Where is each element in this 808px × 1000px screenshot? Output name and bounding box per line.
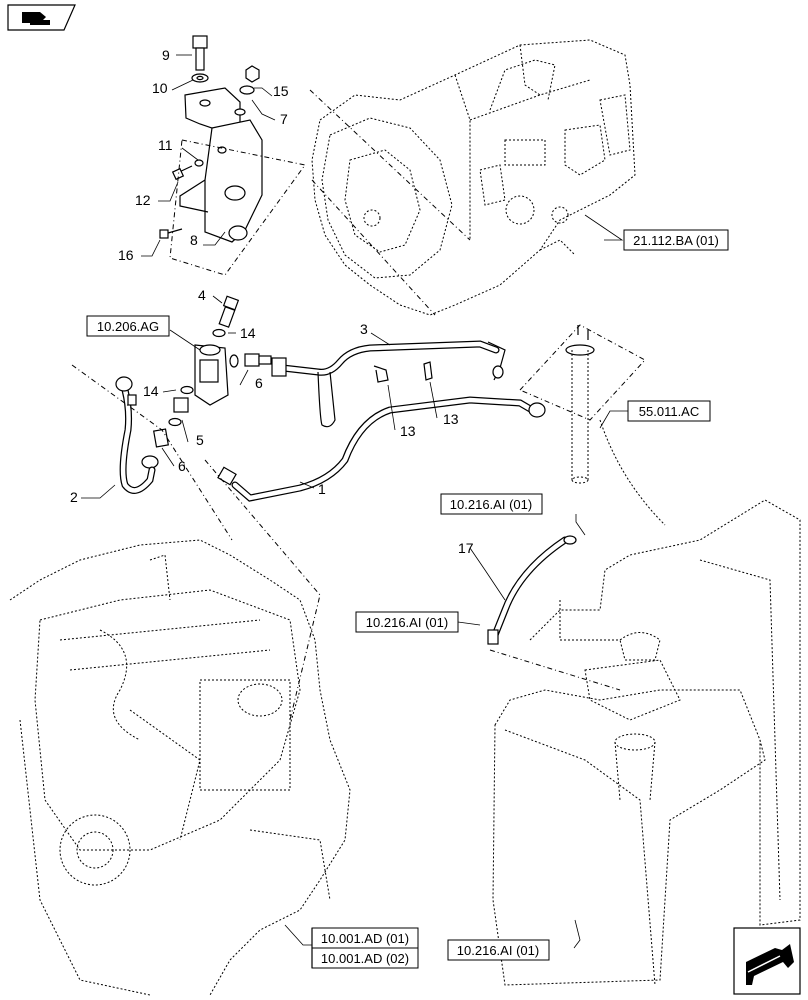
callout-8: 8 — [190, 232, 198, 248]
transmission-housing — [309, 39, 636, 316]
reference-10216ai-b[interactable]: 10.216.AI (01) — [355, 611, 459, 633]
svg-text:10.216.AI (01): 10.216.AI (01) — [450, 497, 532, 512]
callout-1: 1 — [318, 481, 326, 497]
next-page-arrow-icon[interactable] — [733, 927, 801, 995]
callout-7: 7 — [280, 111, 288, 127]
callout-10: 10 — [152, 80, 168, 96]
callout-6b: 6 — [178, 458, 186, 474]
frame-line — [71, 364, 233, 541]
svg-text:55.011.AC: 55.011.AC — [639, 404, 699, 419]
callout-14a: 14 — [240, 325, 256, 341]
engine — [9, 539, 351, 996]
pipe-3 — [271, 340, 506, 428]
hose-2 — [115, 376, 156, 494]
pipe-1 — [217, 396, 546, 502]
callout-13b: 13 — [443, 411, 459, 427]
callout-3: 3 — [360, 321, 368, 337]
reference-10216ai-a[interactable]: 10.216.AI (01) — [440, 493, 543, 515]
reference-10216ai-c[interactable]: 10.216.AI (01) — [447, 939, 550, 961]
reference-10001ad-2[interactable]: 10.001.AD (02) — [311, 947, 419, 969]
callout-11: 11 — [158, 137, 173, 153]
svg-text:10.216.AI (01): 10.216.AI (01) — [457, 943, 539, 958]
hose-17 — [487, 535, 577, 645]
valve-assembly — [141, 295, 272, 469]
level-sensor — [519, 324, 666, 526]
reference-10206ag[interactable]: 10.206.AG — [86, 315, 170, 337]
reference-21112ba[interactable]: 21.112.BA (01) — [623, 229, 729, 251]
callout-2: 2 — [70, 489, 78, 505]
book-arrow-icon[interactable] — [7, 4, 76, 31]
fuel-tank — [489, 499, 801, 986]
reference-10001ad-1[interactable]: 10.001.AD (01) — [311, 927, 419, 949]
callout-17: 17 — [458, 540, 474, 556]
callout-16: 16 — [118, 247, 134, 263]
svg-text:21.112.BA (01): 21.112.BA (01) — [633, 233, 719, 248]
reference-55011ac[interactable]: 55.011.AC — [627, 400, 711, 422]
callout-13a: 13 — [400, 423, 416, 439]
callout-9: 9 — [162, 47, 170, 63]
leader-lines — [81, 54, 628, 949]
svg-text:10.001.AD (02): 10.001.AD (02) — [321, 951, 409, 966]
svg-text:10.001.AD (01): 10.001.AD (01) — [321, 931, 409, 946]
callout-5: 5 — [196, 432, 204, 448]
callout-15: 15 — [273, 83, 289, 99]
callout-4: 4 — [198, 287, 206, 303]
callout-12: 12 — [135, 192, 151, 208]
callout-14b: 14 — [143, 383, 159, 399]
svg-text:10.206.AG: 10.206.AG — [97, 319, 159, 334]
callout-6a: 6 — [255, 375, 263, 391]
svg-text:10.216.AI (01): 10.216.AI (01) — [366, 615, 448, 630]
clips-13 — [373, 361, 433, 383]
callout-labels: 9 10 15 7 11 12 8 16 4 14 6 14 5 6 2 1 3… — [70, 47, 474, 556]
bracket-assembly — [159, 35, 306, 276]
